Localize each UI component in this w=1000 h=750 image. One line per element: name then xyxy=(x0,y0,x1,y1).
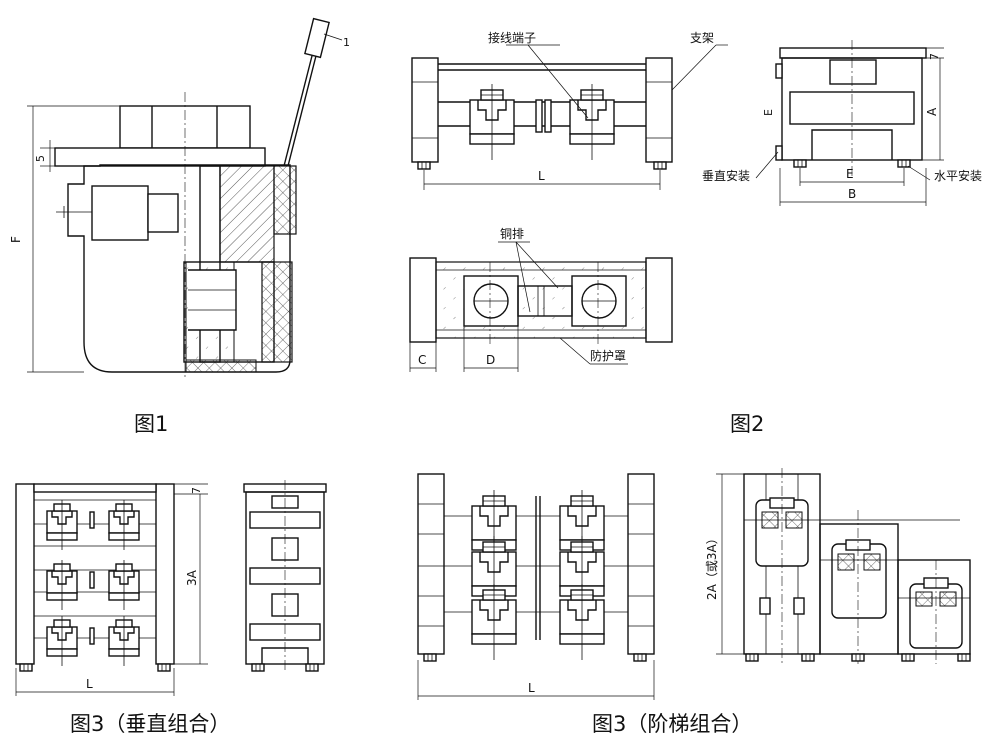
figure3-ladder-side: 2A（或3A） xyxy=(705,468,971,664)
dim-F-label: F xyxy=(9,236,23,243)
dim-L-vertical-combo-label: L xyxy=(86,677,93,691)
dim-E-horizontal-label: E xyxy=(846,167,854,181)
bracket-left xyxy=(411,57,439,163)
figure2-plan-view: 铜排 防护罩 C D xyxy=(409,226,673,372)
caption-figure2: 图2 xyxy=(730,412,765,436)
figure3-vertical-front: L 3A 7 xyxy=(15,483,208,696)
label-vertical-mount: 垂直安装 xyxy=(702,168,750,183)
label-bracket: 支架 xyxy=(690,31,714,45)
hatched-section xyxy=(219,165,275,263)
label-copper-bar: 铜排 xyxy=(500,226,524,241)
terminal-body xyxy=(67,164,291,373)
dim-A-label: A xyxy=(925,107,939,116)
dim-1-label: 1 xyxy=(343,36,350,49)
label-terminal: 接线端子 xyxy=(488,30,536,45)
dim-7-label: 7 xyxy=(928,53,941,60)
dim-7-vertical-combo-label: 7 xyxy=(190,487,203,494)
caption-figure3-ladder: 图3（阶梯组合） xyxy=(592,712,753,736)
screwdriver xyxy=(283,17,343,167)
dim-5-label: 5 xyxy=(34,155,47,162)
label-cover: 防护罩 xyxy=(590,348,626,363)
figure2-side-view: 7 A E E B 垂直安装 水平安装 xyxy=(702,40,982,206)
terminal-clamp-left xyxy=(469,83,515,161)
caption-figure3-vertical: 图3（垂直组合） xyxy=(70,712,231,736)
dim-2A-label: 2A（或3A） xyxy=(705,532,719,600)
figure1-drawing: 1 F 5 xyxy=(9,17,350,378)
dim-3A-label: 3A xyxy=(185,569,199,586)
dim-L-ladder-label: L xyxy=(528,681,535,695)
terminal-clamp-right xyxy=(569,83,615,161)
figure2-front-view: L 接线端子 支架 xyxy=(411,30,728,190)
label-horizontal-mount: 水平安装 xyxy=(934,168,982,183)
mounting-plate xyxy=(54,147,266,167)
dim-B-label: B xyxy=(848,187,856,201)
figure3-vertical-side xyxy=(243,480,327,672)
dim-C-label: C xyxy=(418,353,426,367)
copper-bar xyxy=(517,285,573,317)
dim-E-vertical-label: E xyxy=(762,109,775,116)
bracket-right xyxy=(645,57,673,163)
dim-D-label: D xyxy=(486,353,495,367)
caption-figure1: 图1 xyxy=(134,412,169,436)
figure3-ladder-front: L xyxy=(417,473,655,700)
dim-L-label: L xyxy=(538,169,545,183)
